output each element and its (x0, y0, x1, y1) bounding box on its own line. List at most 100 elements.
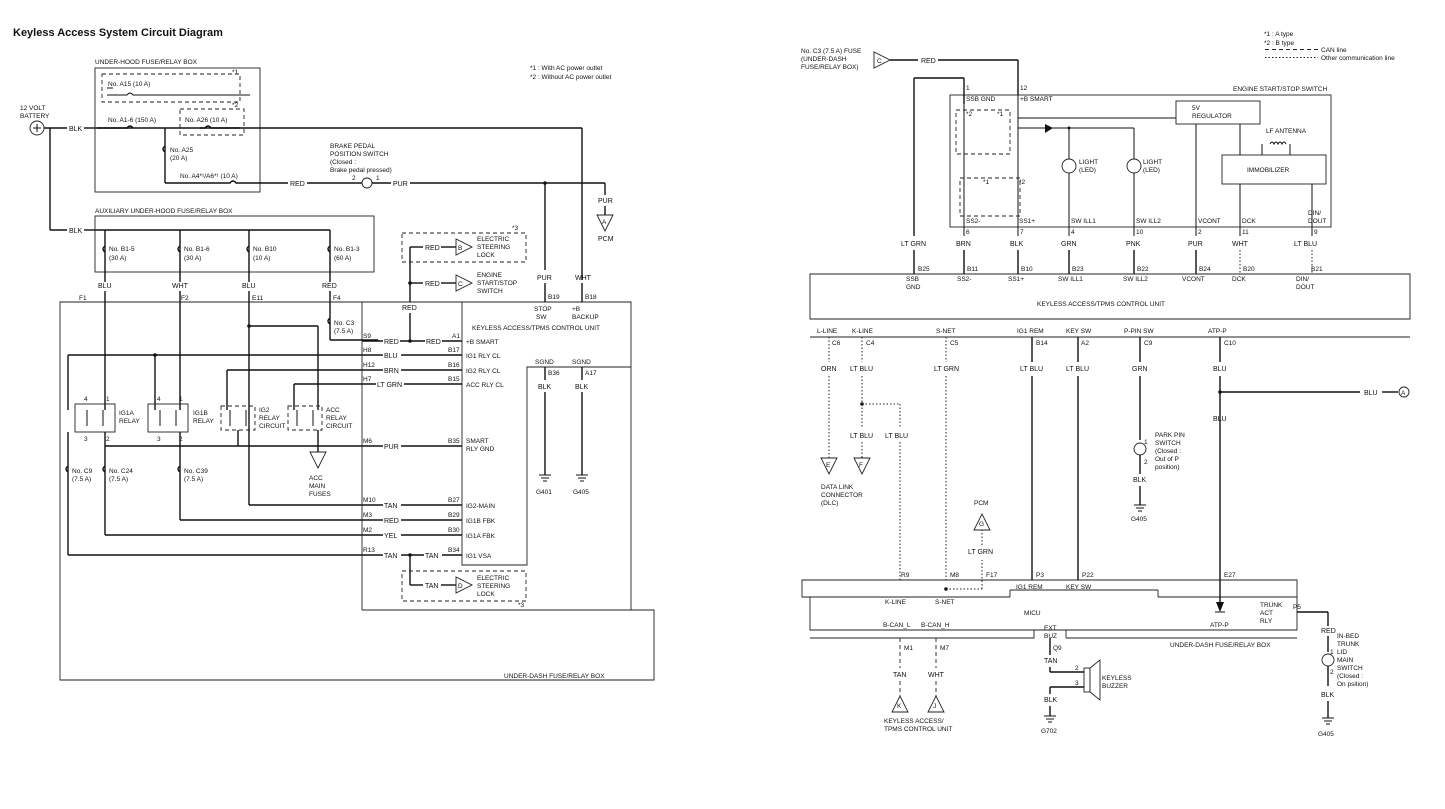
wire-color-red: RED (290, 181, 305, 188)
wire-color-wht: WHT (575, 275, 592, 282)
wire-color-blu: BLU (98, 283, 112, 290)
micu-term-buz: BUZ (1044, 633, 1057, 640)
ecu-row-b17: H8 BLU B17 IG1 RLY CL (68, 347, 501, 360)
pin-c10: C10 (1224, 340, 1236, 347)
aux-fuse-b1-3: No. B1-3 (60 A) (327, 230, 360, 282)
fuse-c3-label-2: (7.5 A) (334, 328, 353, 335)
ess-term-ss1: SS1+ (1019, 218, 1035, 225)
brake-switch-label-1: BRAKE PEDAL (330, 143, 376, 150)
fuse-b1-3-label-2: (60 A) (334, 255, 351, 262)
star1-note: *1 (983, 179, 990, 186)
ess-term-sw-ill1: SW ILL1 (1071, 218, 1096, 225)
terminal-m2: M2 (363, 527, 372, 534)
ecu-pin-b10: B10 (1021, 266, 1033, 273)
connector-c-right (873, 51, 892, 69)
sgnd-label: SGND (572, 359, 591, 366)
park-pin-label-4: Out of P (1155, 456, 1179, 463)
micu-term-ig1-rem: IG1 REM (1016, 584, 1043, 591)
terminal-f4: F4 (333, 295, 341, 302)
wire-color-pur: PUR (1188, 241, 1203, 248)
pin-number: 1 (1330, 649, 1334, 656)
acc-relay-circuit: ACC RELAY CIRCUIT (287, 405, 352, 431)
light2-label-1: LIGHT (1143, 159, 1162, 166)
wire-color-blk: BLK (1044, 697, 1058, 704)
connector-label-b: B (458, 245, 462, 252)
pin-number: 3 (157, 436, 161, 443)
wire-color-blu: BLU (384, 353, 398, 360)
pin-number: 4 (157, 396, 161, 403)
connector-label-d: D (458, 583, 463, 590)
pin-number: 2 (352, 175, 356, 182)
pin-b14: B14 (1036, 340, 1048, 347)
dlc-label-3: (DLC) (821, 500, 838, 507)
pin-label-b-smart: +B SMART (466, 339, 499, 346)
wire-color-blk: BLK (1133, 477, 1147, 484)
light1-label-2: (LED) (1079, 167, 1096, 174)
fuse-b1-3-label-1: No. B1-3 (334, 246, 360, 253)
light1-label-1: LIGHT (1079, 159, 1098, 166)
pin-a17: A17 (585, 370, 597, 377)
star2-note: *2 (966, 111, 973, 118)
park-pin-label-2: SWITCH (1155, 440, 1181, 447)
wire-color-red: RED (322, 283, 337, 290)
lf-antenna-coil (1269, 141, 1287, 146)
ecu-term-gnd: GND (906, 284, 921, 291)
micu-pin-q9: Q9 (1053, 645, 1062, 652)
wire-color-grn: GRN (1132, 366, 1148, 373)
battery-label-2: BATTERY (20, 113, 50, 120)
line-p-pin-sw: P-PIN SW (1124, 328, 1154, 335)
pin-number: 2 (1075, 665, 1079, 672)
b-backup-label-2: BACKUP (572, 314, 599, 321)
ecu-term-ssb: SSB (906, 276, 919, 283)
ecu-pin-b11: B11 (967, 266, 978, 273)
ess-term-dck: DCK (1242, 218, 1256, 225)
ess-label-2: START/STOP (477, 280, 517, 287)
immobilizer-label: IMMOBILIZER (1247, 167, 1290, 174)
ig2-relay-circuit: IG2 RELAY CIRCUIT (220, 405, 285, 431)
wire-color-lt-blu: LT BLU (1294, 241, 1317, 248)
pin-label-ig1-vsa: IG1 VSA (466, 553, 492, 560)
trunk-switch-label-1: IN-BED (1337, 633, 1359, 640)
pcm-label: PCM (598, 236, 614, 243)
pin-label-ig2-rly-cl: IG2 RLY CL (466, 368, 501, 375)
ecu-term-dck: DCK (1232, 276, 1246, 283)
pin-c5: C5 (950, 340, 959, 347)
pin-a1: A1 (452, 333, 460, 340)
wire-color-pur: PUR (384, 444, 399, 451)
connector-a (596, 214, 614, 233)
5v-regulator (1175, 100, 1261, 125)
wire-color-tan: TAN (384, 553, 397, 560)
ess-pin-9: 9 (1314, 229, 1318, 236)
trunk-act-label-2: ACT (1260, 610, 1273, 617)
park-pin-label-3: (Closed : (1155, 448, 1181, 455)
stop-sw-label-2: SW (536, 314, 547, 321)
pin-b30: B30 (448, 527, 460, 534)
ig1a-label-1: IG1A (119, 410, 134, 417)
connector-k (891, 694, 909, 713)
terminal-h7: H7 (363, 376, 372, 383)
fuse-b10-label-1: No. B10 (253, 246, 277, 253)
dlc-label-2: CONNECTOR (821, 492, 863, 499)
ecu-row-b34: R13 TAN TAN B34 IG1 VSA (68, 547, 492, 560)
g702-label: G702 (1041, 728, 1057, 735)
pin-b18: B18 (585, 294, 597, 301)
trunk-switch-label-7: On psition) (1337, 681, 1368, 688)
ess-label-1: ENGINE (477, 272, 503, 279)
fuse-c3-label-1: No. C3 (334, 320, 355, 327)
wire-color-pur: PUR (537, 275, 552, 282)
pin-label-ig1-rly-cl: IG1 RLY CL (466, 353, 501, 360)
wire-color-blu: BLU (1364, 390, 1378, 397)
connector-b (455, 238, 474, 256)
underhood-fuse-box (94, 67, 261, 193)
ecu-row-b29: M3 RED B29 IG1B FBK (180, 512, 496, 525)
trunk-switch-label-6: (Closed : (1337, 673, 1363, 680)
pin-c6: C6 (832, 340, 841, 347)
g405-label: G405 (1318, 731, 1334, 738)
terminal-r13: R13 (363, 547, 375, 554)
wire-color-red: RED (425, 281, 440, 288)
legend: CAN line Other communication line (1265, 47, 1395, 62)
micu-term-s-net: S-NET (935, 599, 955, 606)
diagram-title: Keyless Access System Circuit Diagram (13, 27, 223, 39)
pin-b29: B29 (448, 512, 460, 519)
esl-bottom-label-1: ELECTRIC (477, 575, 509, 582)
